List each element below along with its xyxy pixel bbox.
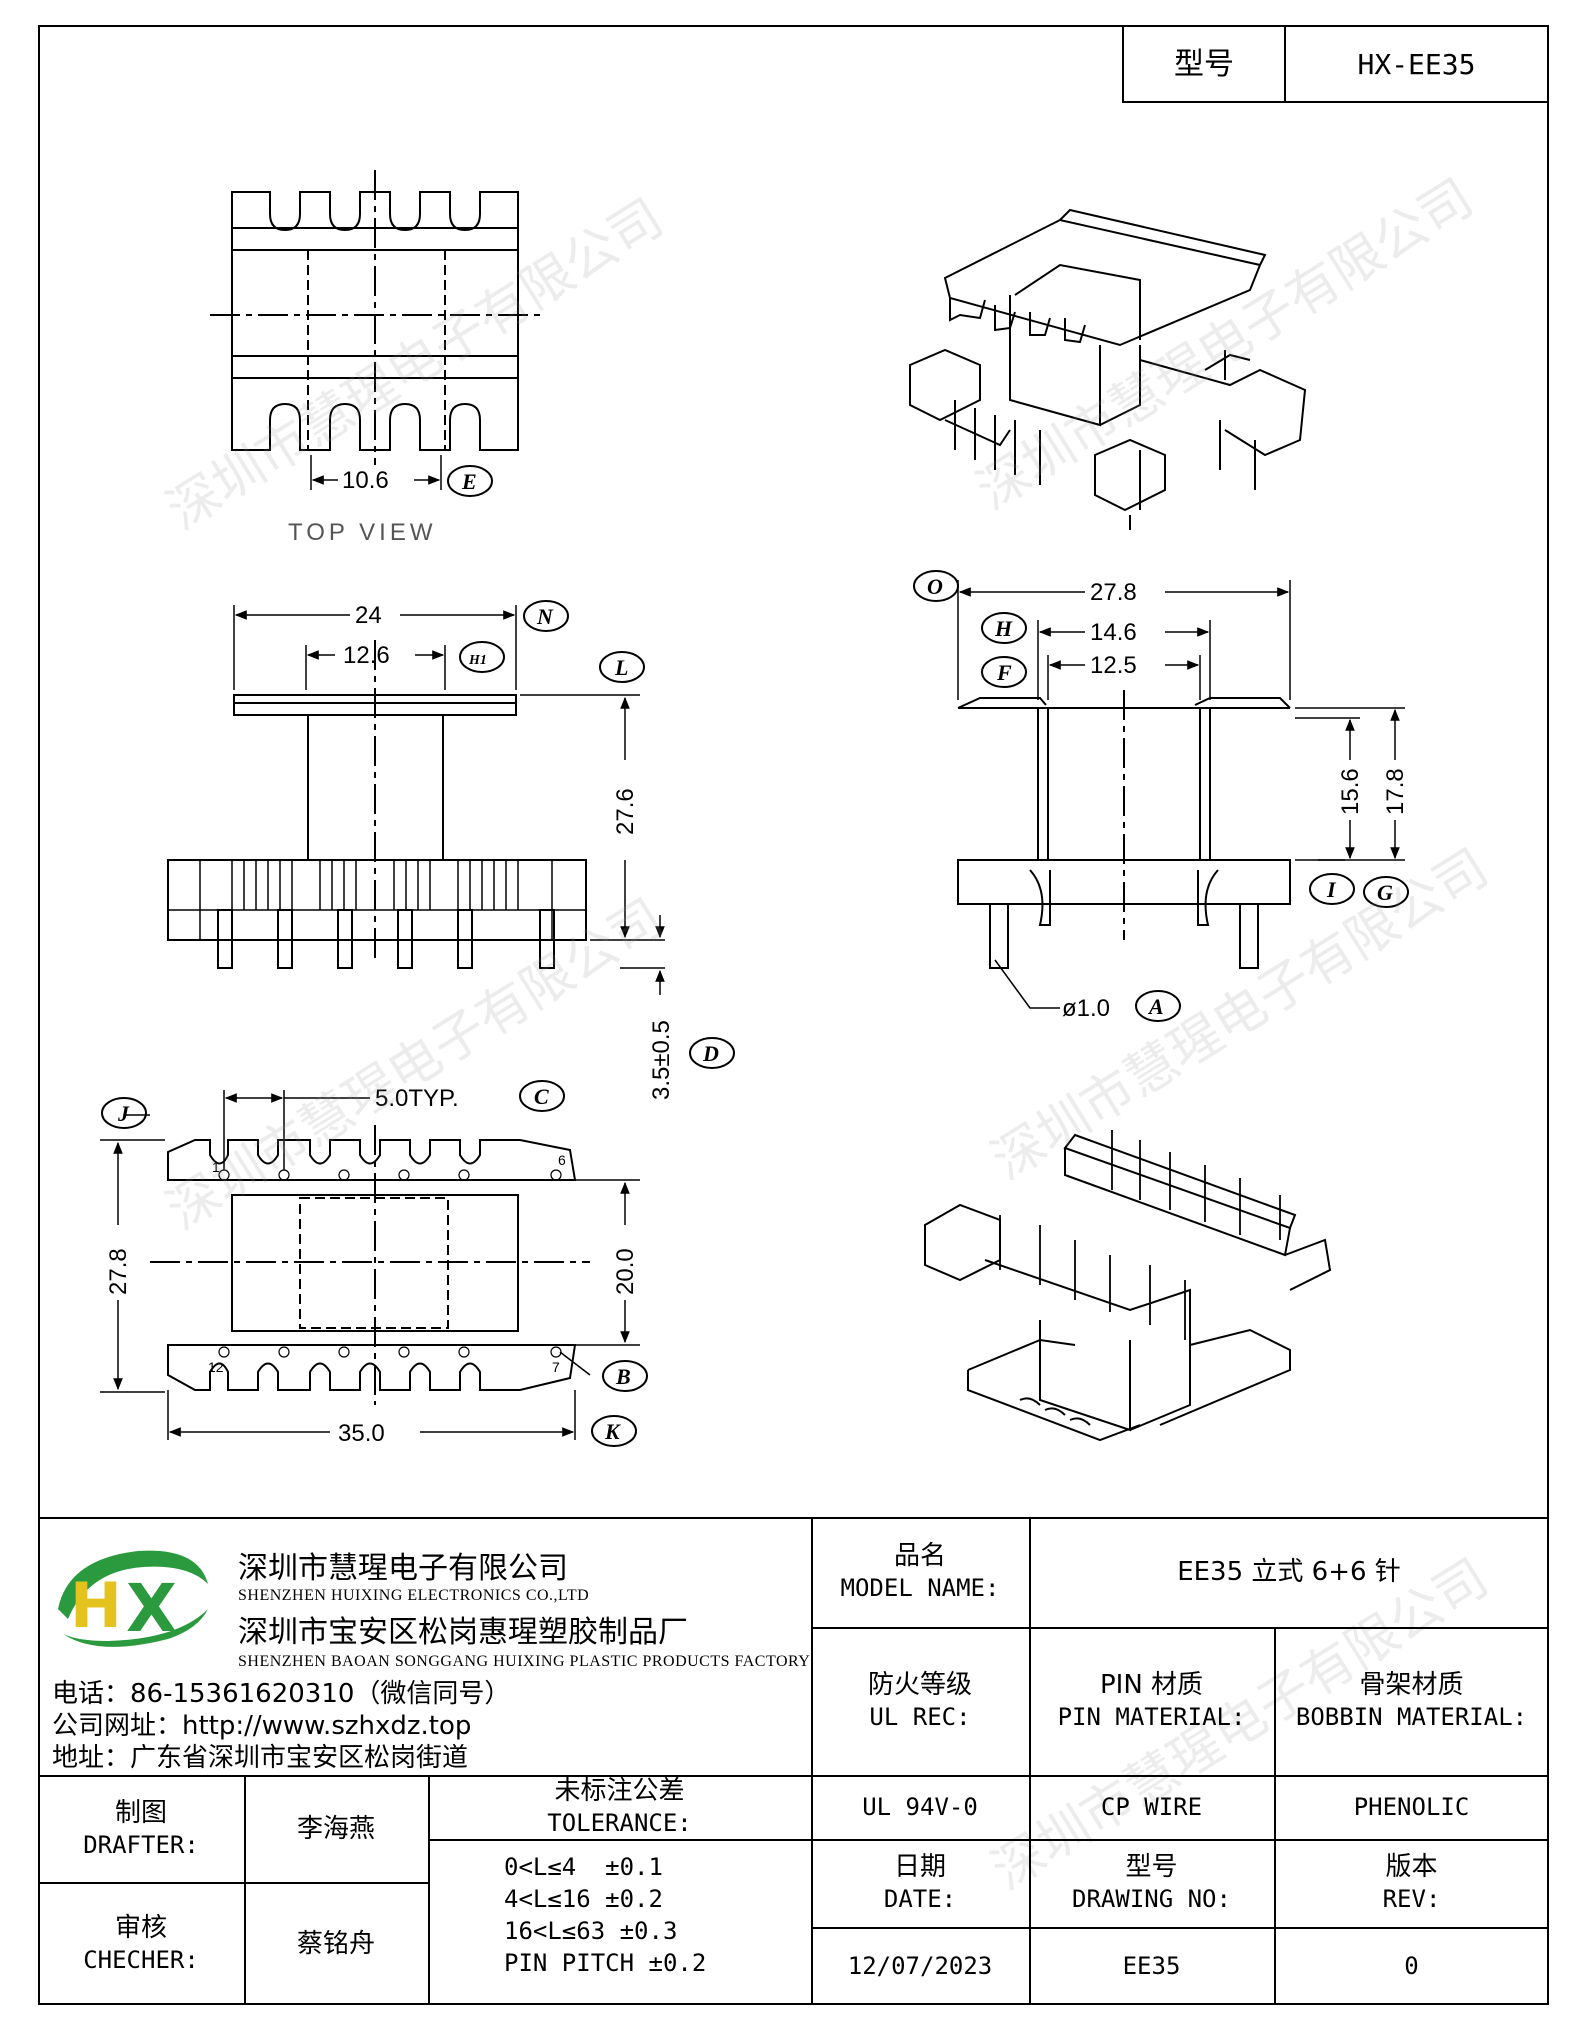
callout-K: K — [604, 1419, 621, 1444]
drawing-no-label-cn: 型号 — [1125, 1852, 1178, 1882]
date-label-en: DATE: — [883, 1885, 957, 1913]
address: 地址：广东省深圳市宝安区松岗街道 — [52, 1743, 469, 1773]
pin-label-1: 1 — [212, 1159, 220, 1175]
company-name-cn: 深圳市慧瑆电子有限公司 — [238, 1551, 568, 1586]
svg-text:H: H — [70, 1569, 122, 1642]
factory-name-en: SHENZHEN BAOAN SONGGANG HUIXING PLASTIC … — [238, 1653, 811, 1670]
callout-A: A — [1147, 994, 1164, 1019]
checker-label-en: CHECHER: — [83, 1945, 199, 1974]
tolerance-line: 4<L≤16 ±0.2 — [504, 1885, 663, 1913]
date-label-cn: 日期 — [893, 1852, 946, 1882]
isometric-view-top — [909, 208, 1307, 530]
dim-27-8-side: 27.8 — [105, 1248, 132, 1295]
svg-text:X: X — [126, 1570, 177, 1647]
callout-O: O — [927, 574, 943, 599]
model-name-label-en: MODEL NAME: — [840, 1574, 1000, 1602]
dim-14-6: 14.6 — [1090, 619, 1137, 646]
callout-G: G — [1377, 880, 1393, 905]
callout-H: H — [994, 616, 1013, 641]
pin-material-label-en: PIN MATERIAL: — [1057, 1703, 1246, 1731]
side-view — [957, 580, 1405, 1009]
drafter-name: 李海燕 — [296, 1813, 375, 1844]
dim-pin-diameter: ø1.0 — [1062, 995, 1110, 1022]
callout-H1: H1 — [468, 653, 487, 668]
drawing-no-label-en: DRAWING NO: — [1072, 1885, 1231, 1913]
pin-material-value: CP WIRE — [1100, 1793, 1203, 1821]
technical-drawing: 10.6 TOP VIEW 24 12.6 27.6 3.5±0.5 27.8 … — [100, 170, 1409, 1447]
dim-35-0: 35.0 — [338, 1420, 385, 1447]
drawing-no-value: EE35 — [1122, 1952, 1181, 1980]
callout-C: C — [534, 1084, 549, 1109]
company-logo: H X — [48, 1539, 218, 1659]
ul-value: UL 94V-0 — [862, 1793, 978, 1821]
callout-E: E — [461, 469, 477, 494]
factory-name-cn: 深圳市宝安区松岗惠瑆塑胶制品厂 — [238, 1615, 688, 1650]
rev-label-en: REV: — [1382, 1885, 1441, 1913]
bobbin-material-label-en: BOBBIN MATERIAL: — [1295, 1703, 1528, 1731]
rev-value: 0 — [1404, 1952, 1419, 1980]
pin-label-12: 12 — [208, 1359, 224, 1375]
isometric-view-bottom — [924, 1130, 1332, 1442]
ul-label-en: UL REC: — [869, 1703, 971, 1731]
rev-label-cn: 版本 — [1385, 1852, 1438, 1882]
model-name-label-cn: 品名 — [893, 1541, 946, 1571]
front-view — [167, 605, 665, 995]
pin-material-label-cn: PIN 材质 — [1099, 1670, 1204, 1700]
top-view — [210, 170, 540, 490]
callout-I: I — [1326, 877, 1337, 902]
phone: 电话：86-15361620310（微信同号） — [52, 1679, 511, 1709]
website: 公司网址：http://www.szhxdz.top — [52, 1711, 472, 1741]
dim-27-6: 27.6 — [612, 788, 639, 835]
dim-12-5: 12.5 — [1090, 652, 1137, 679]
bobbin-material-label-cn: 骨架材质 — [1359, 1670, 1464, 1700]
bobbin-material-value: PHENOLIC — [1353, 1793, 1470, 1821]
top-view-label: TOP VIEW — [288, 519, 436, 546]
tolerance-line: 16<L≤63 ±0.3 — [504, 1917, 678, 1945]
pin-label-6: 6 — [558, 1152, 566, 1168]
pin-label-7: 7 — [552, 1359, 560, 1375]
callout-D: D — [702, 1041, 719, 1066]
dim-3-5: 3.5±0.5 — [648, 1020, 675, 1100]
dim-15-6: 15.6 — [1337, 768, 1364, 815]
callout-B: B — [615, 1364, 631, 1389]
checker-name: 蔡铭舟 — [296, 1928, 375, 1959]
bottom-view — [100, 1090, 640, 1440]
dim-24: 24 — [355, 602, 382, 629]
ul-label-cn: 防火等级 — [867, 1670, 972, 1700]
tolerance-label-cn: 未标注公差 — [554, 1776, 685, 1806]
tolerance-line: PIN PITCH ±0.2 — [504, 1949, 707, 1977]
model-label: 型号 — [1174, 47, 1234, 82]
dim-27-8-top: 27.8 — [1090, 579, 1137, 606]
drafter-label-cn: 制图 — [114, 1797, 167, 1828]
callout-N: N — [536, 604, 554, 629]
dim-5-0: 5.0TYP. — [375, 1085, 459, 1112]
drawing-frame — [38, 25, 1549, 2005]
tolerance-line: 0<L≤4 ±0.1 — [504, 1853, 663, 1881]
dim-12-6: 12.6 — [343, 642, 390, 669]
drafter-label-en: DRAFTER: — [83, 1830, 199, 1859]
checker-label-cn: 审核 — [114, 1912, 167, 1943]
model-value: HX-EE35 — [1357, 48, 1476, 81]
callout-L: L — [614, 655, 628, 680]
company-name-en: SHENZHEN HUIXING ELECTRONICS CO.,LTD — [238, 1587, 590, 1604]
tolerance-label-en: TOLERANCE: — [547, 1809, 692, 1837]
model-box: 型号 HX-EE35 — [1122, 25, 1549, 103]
title-block: H X 深圳市慧瑆电子有限公司 SHENZHEN HUIXING ELECTRO… — [38, 1517, 1549, 2005]
dim-20-0: 20.0 — [612, 1248, 639, 1295]
callout-J: J — [117, 1101, 130, 1126]
model-name-value: EE35 立式 6+6 针 — [1177, 1557, 1401, 1587]
date-value: 12/07/2023 — [847, 1952, 993, 1980]
callout-F: F — [996, 660, 1012, 685]
dim-10-6: 10.6 — [342, 467, 389, 494]
dim-17-8: 17.8 — [1382, 768, 1409, 815]
